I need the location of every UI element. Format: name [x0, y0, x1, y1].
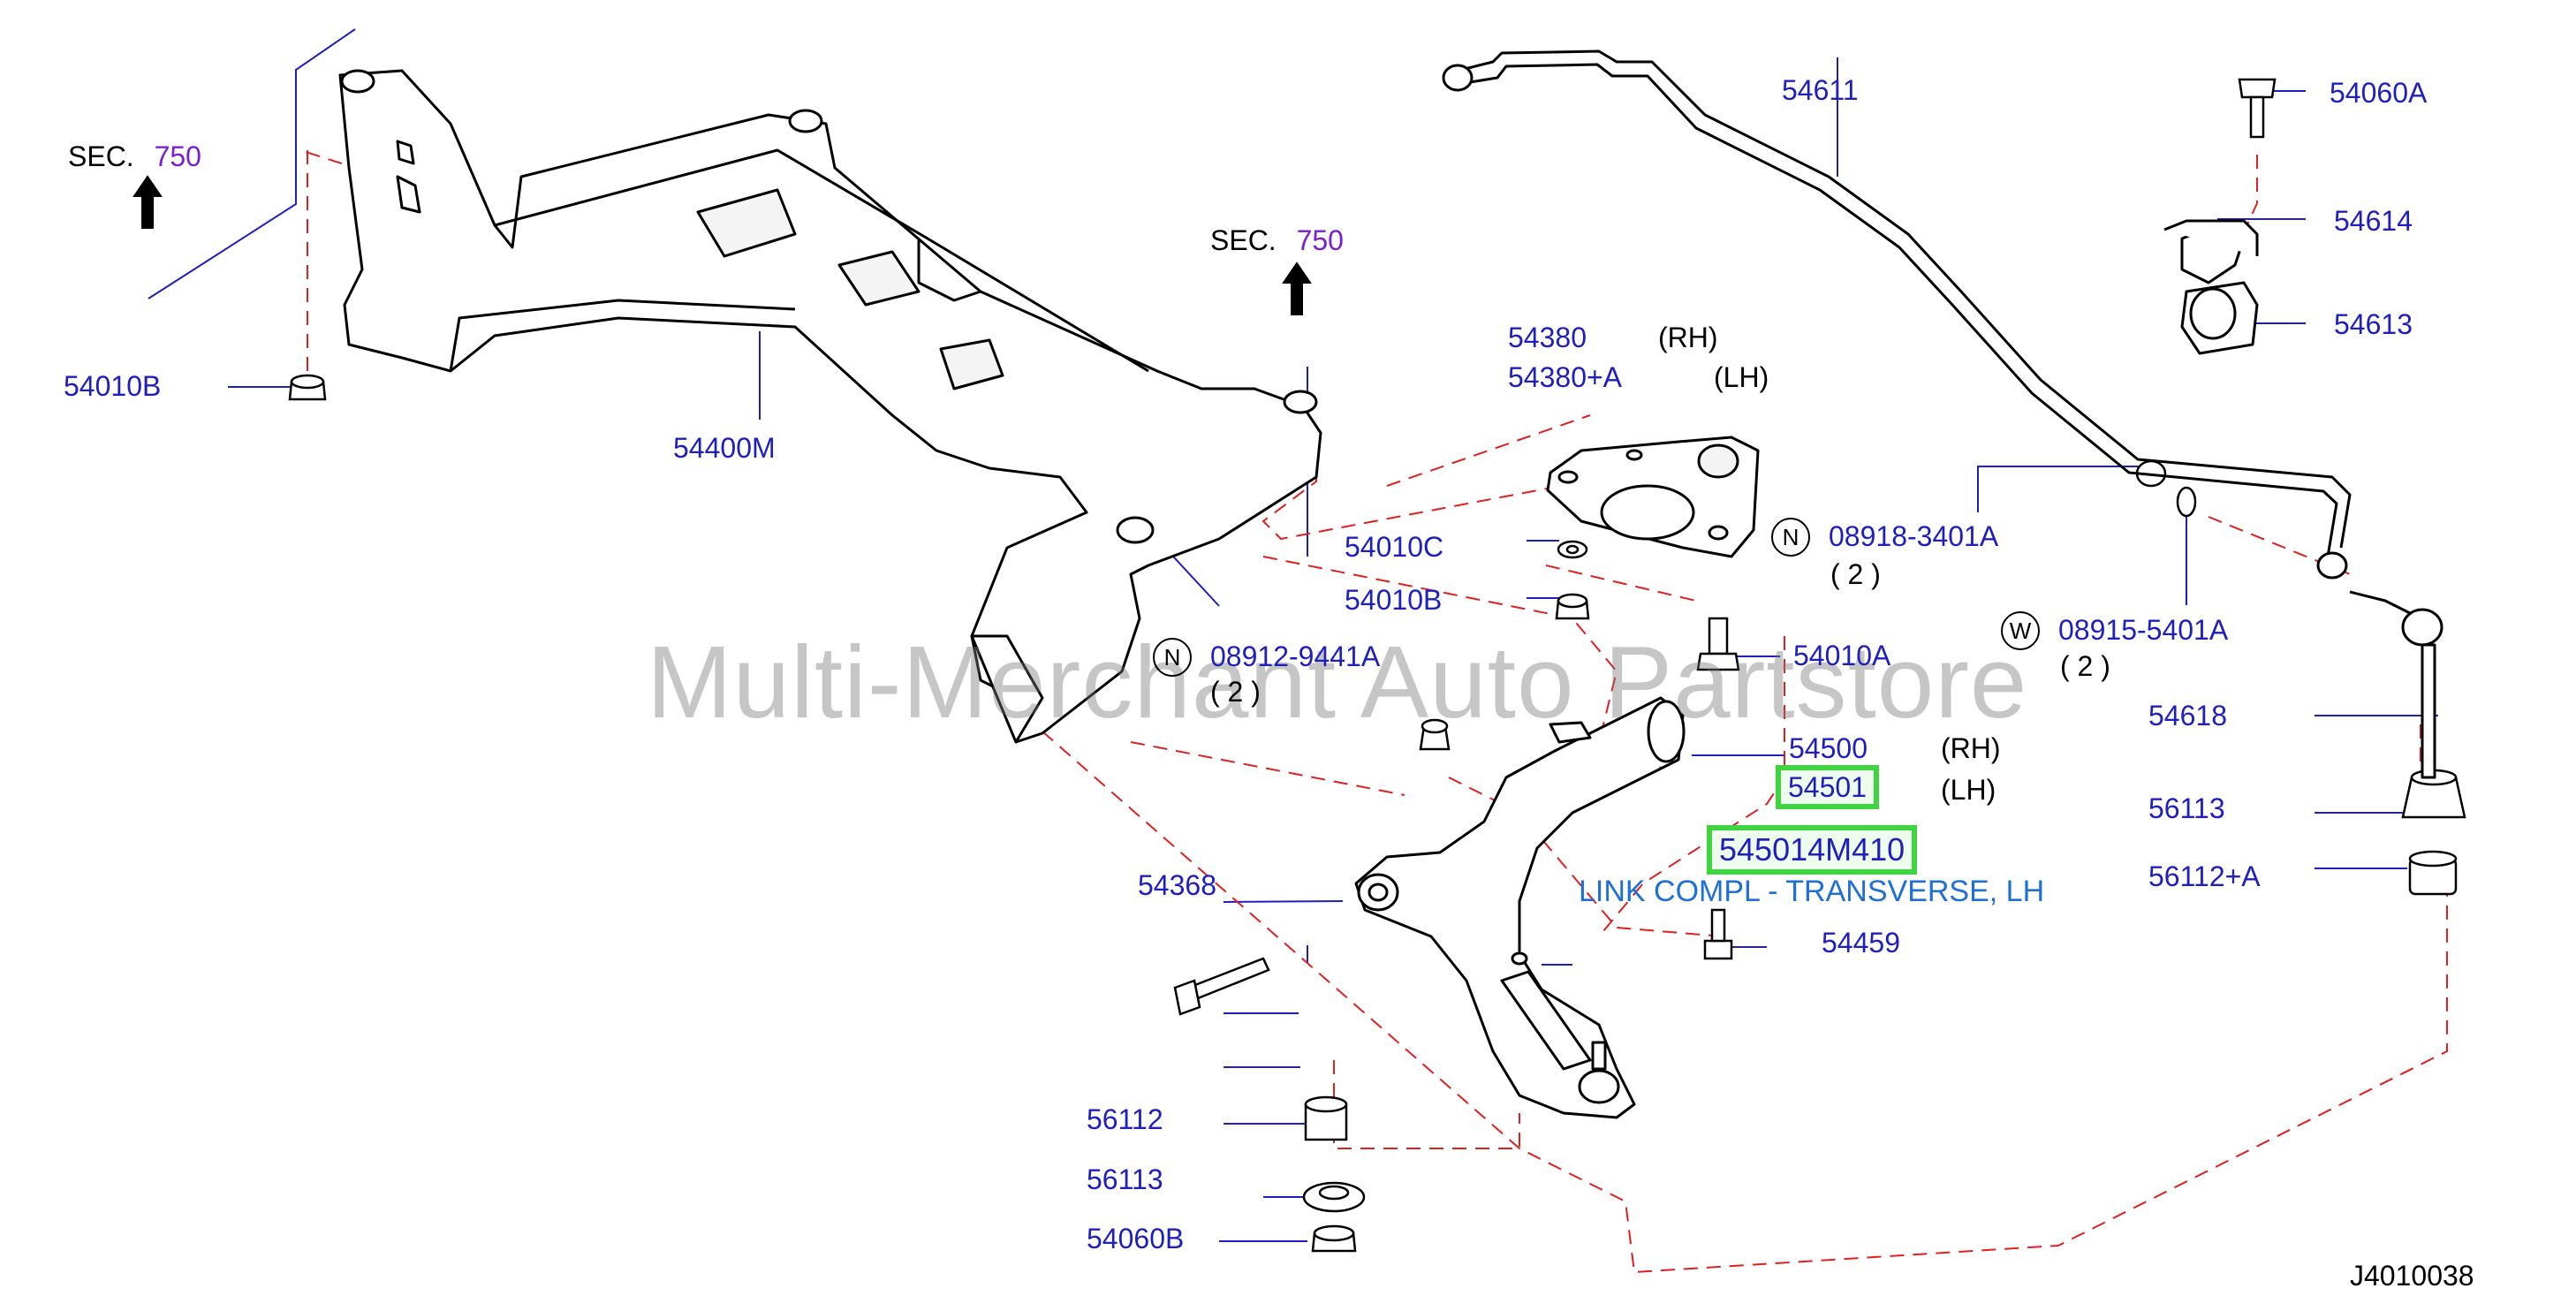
qty-08915: ( 2 )	[2060, 650, 2110, 682]
side-label-lh: (LH)	[1714, 361, 1769, 393]
side-label-rh: (RH)	[1658, 322, 1718, 353]
marker-w-08915: W	[2001, 611, 2040, 650]
part-label-54459[interactable]: 54459	[1822, 927, 1900, 959]
part-label-54613[interactable]: 54613	[2334, 308, 2413, 340]
part-label-54380A[interactable]: 54380+A	[1508, 361, 1623, 393]
section-ref-left[interactable]: SEC. 750	[68, 141, 201, 171]
part-label-54010B-mid[interactable]: 54010B	[1345, 584, 1443, 616]
diagram-id: J4010038	[2350, 1260, 2474, 1292]
part-label-08915-5401A[interactable]: 08915-5401A	[2058, 614, 2229, 646]
part-label-54010C[interactable]: 54010C	[1345, 531, 1444, 563]
watermark: Multi-Merchant Auto Partstore	[647, 625, 2028, 739]
part-label-56113-right[interactable]: 56113	[2148, 792, 2225, 824]
part-label-54614[interactable]: 54614	[2334, 205, 2413, 237]
part-label-56113-left[interactable]: 56113	[1087, 1163, 1163, 1195]
qty-08918: ( 2 )	[1830, 558, 1881, 590]
part-label-56112[interactable]: 56112	[1087, 1103, 1163, 1135]
part-label-54501[interactable]: 54501	[1776, 765, 1879, 809]
part-label-54618[interactable]: 54618	[2148, 700, 2227, 731]
section-ref-right[interactable]: SEC. 750	[1210, 225, 1344, 255]
section-number: 750	[1296, 224, 1344, 256]
upper-mount-drawing	[1546, 436, 1760, 558]
section-number: 750	[154, 140, 201, 172]
transverse-link-drawing	[1354, 696, 1686, 1119]
part-label-54010B[interactable]: 54010B	[64, 370, 162, 402]
section-prefix: SEC.	[1210, 224, 1277, 256]
part-label-08912-9441A[interactable]: 08912-9441A	[1210, 640, 1381, 672]
part-label-54400M[interactable]: 54400M	[673, 432, 776, 464]
section-arrows	[133, 175, 1312, 315]
section-prefix: SEC.	[68, 140, 134, 172]
assembly-dash-lines	[299, 149, 2448, 1274]
part-label-54380[interactable]: 54380	[1508, 322, 1587, 353]
part-label-545014M410[interactable]: 545014M410	[1707, 825, 1918, 875]
crossmember-drawing	[338, 69, 1322, 744]
part-label-54060A[interactable]: 54060A	[2330, 77, 2428, 109]
part-label-56112A[interactable]: 56112+A	[2148, 860, 2261, 892]
part-description: LINK COMPL - TRANSVERSE, LH	[1579, 875, 2045, 908]
part-label-54368[interactable]: 54368	[1138, 869, 1216, 901]
marker-n-08918: N	[1771, 518, 1810, 557]
part-label-54500[interactable]: 54500	[1789, 732, 1868, 764]
part-label-08918-3401A[interactable]: 08918-3401A	[1829, 520, 1999, 552]
hardware-drawing	[288, 78, 2466, 1253]
part-label-54010A[interactable]: 54010A	[1793, 640, 1891, 671]
qty-08912: ( 2 )	[1210, 676, 1261, 708]
part-label-54611[interactable]: 54611	[1782, 74, 1859, 106]
marker-n-08912: N	[1153, 638, 1192, 677]
part-label-54060B[interactable]: 54060B	[1087, 1223, 1185, 1254]
side-label-rh-54500: (RH)	[1941, 732, 2001, 764]
stabilizer-drawing	[1442, 49, 2443, 779]
side-label-lh-54501: (LH)	[1941, 774, 1996, 806]
